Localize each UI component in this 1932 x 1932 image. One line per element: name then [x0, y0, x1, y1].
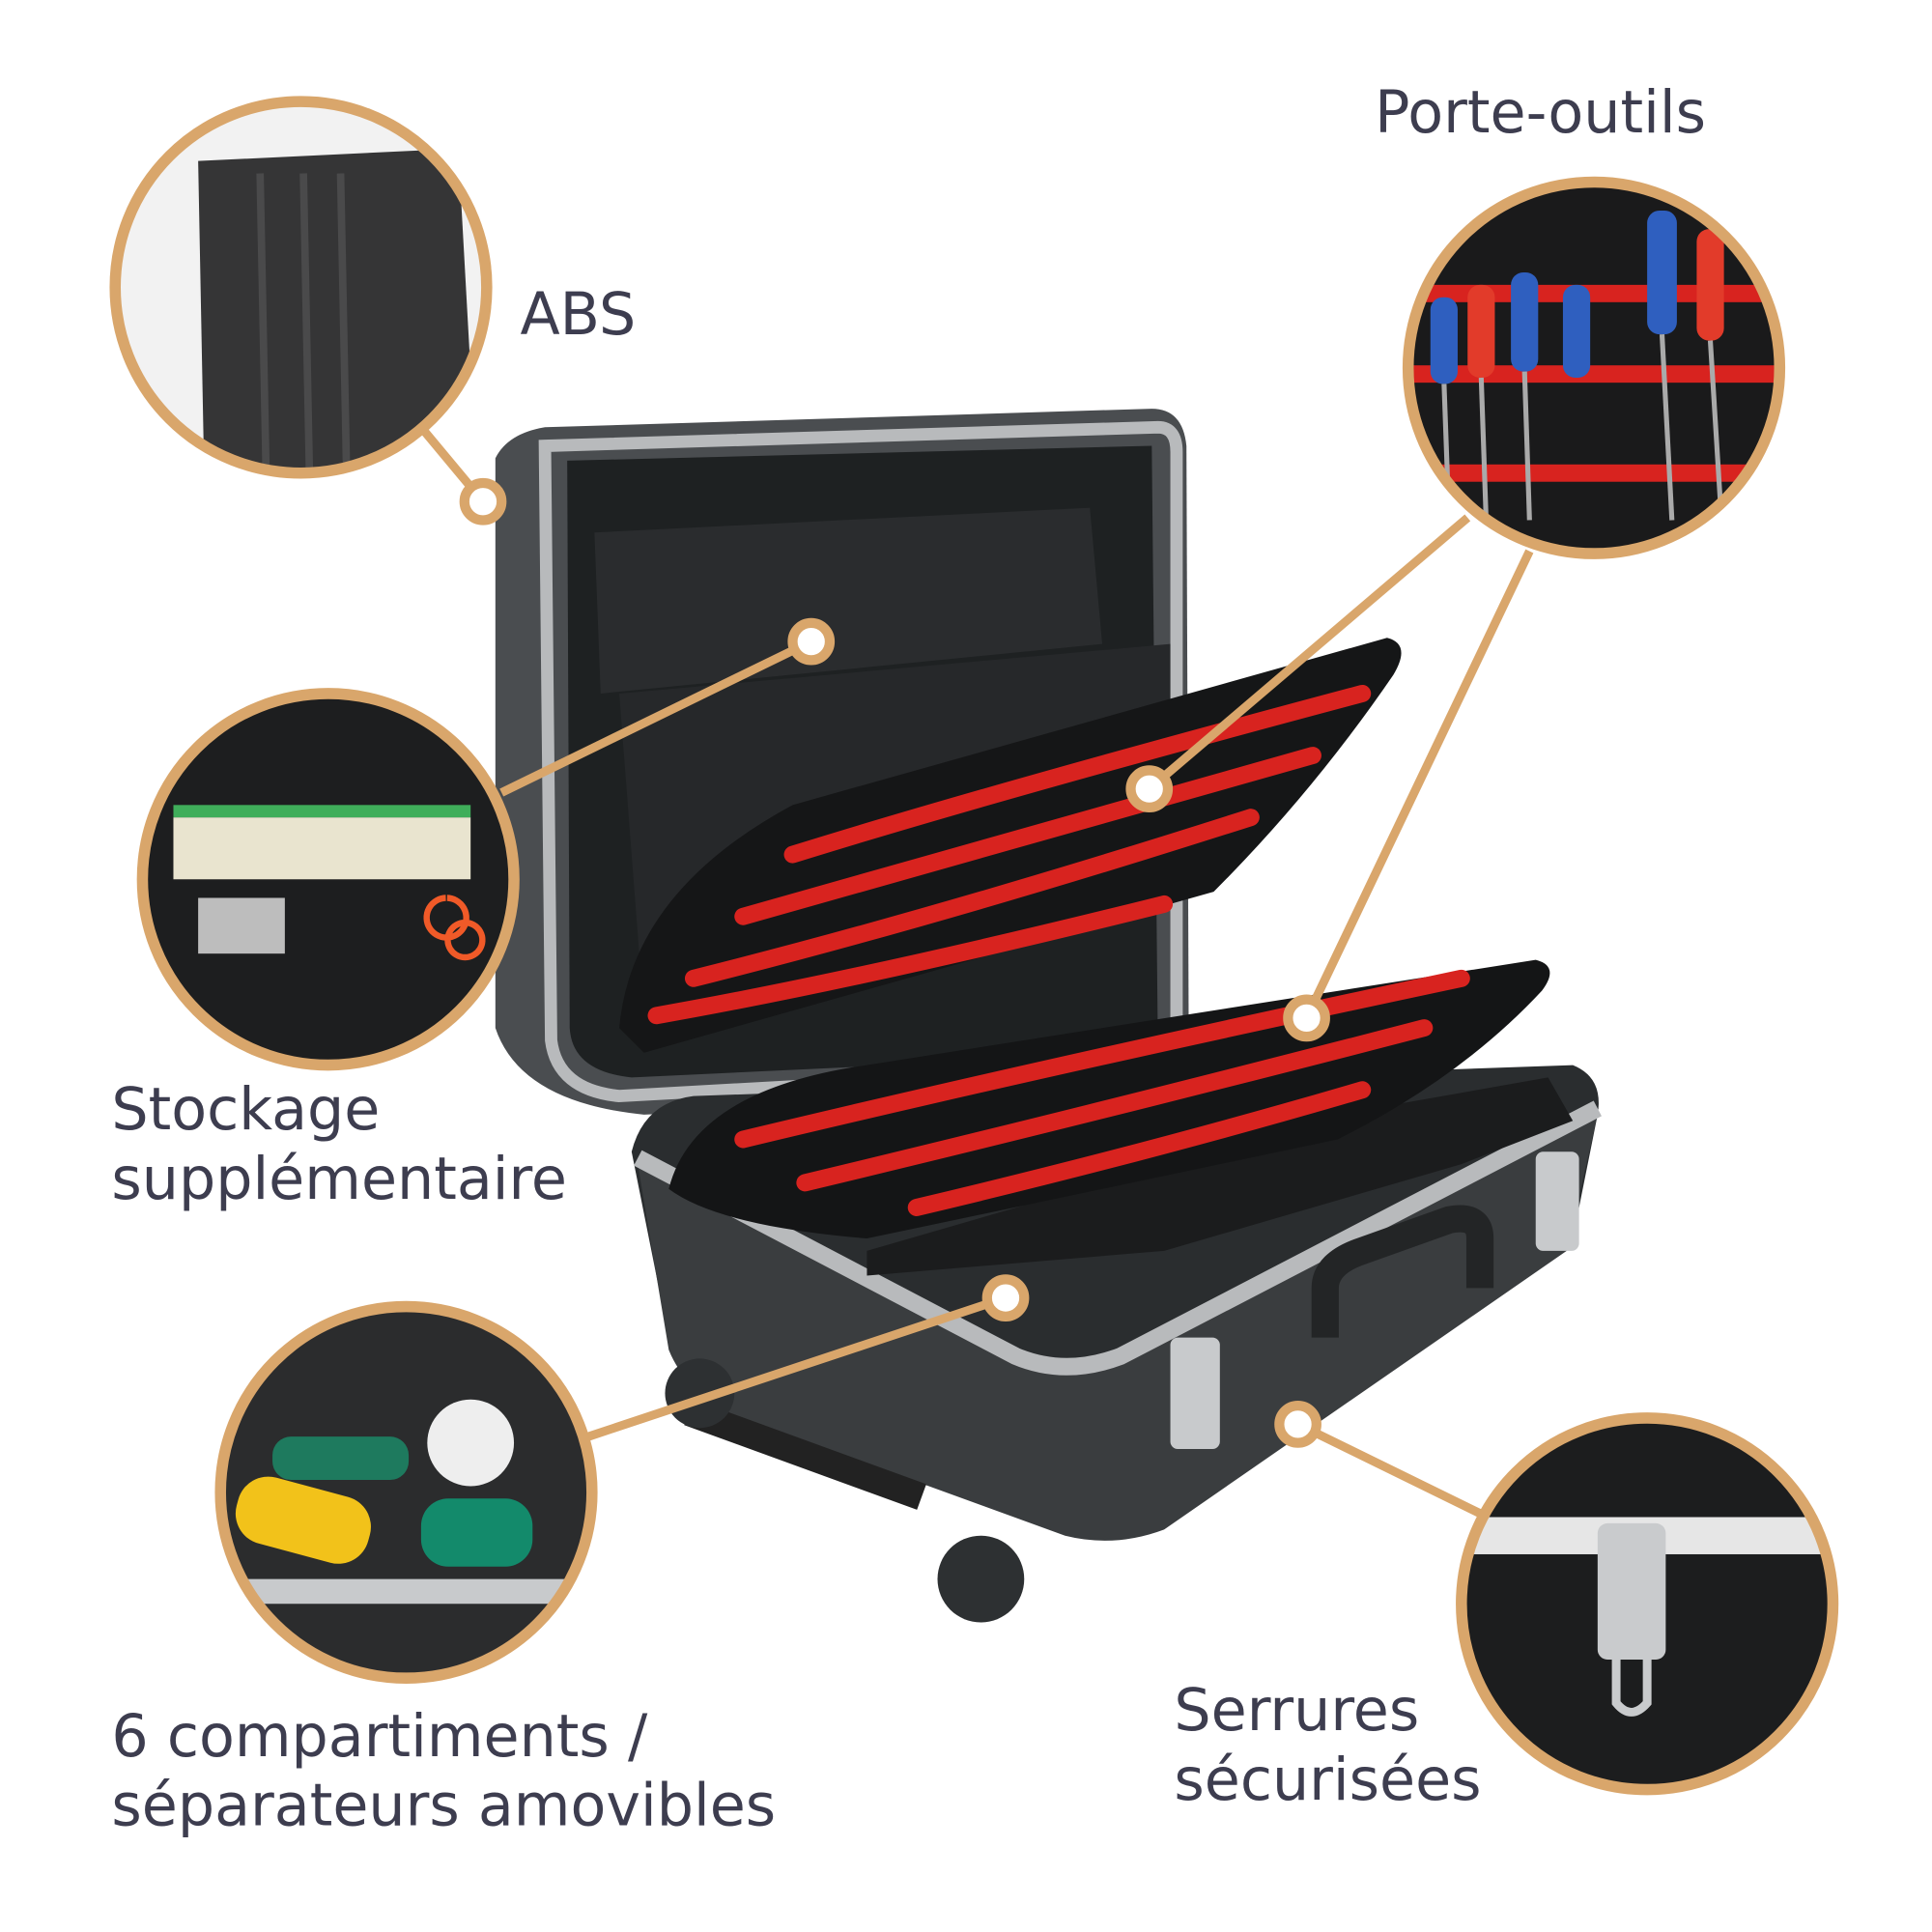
compartments-callout-dot: [981, 1274, 1030, 1321]
storage-label-line2: supplémentaire: [111, 1146, 567, 1213]
tool-case-image: [495, 409, 1602, 1623]
locks-leader-line: [1295, 1420, 1483, 1518]
locks-callout-dot: [1274, 1401, 1321, 1448]
tool-holder-callout-ring: [1402, 176, 1786, 559]
abs-label: ABS: [520, 281, 636, 349]
locks-callout-ring: [1456, 1412, 1839, 1796]
storage-callout-ring: [136, 688, 520, 1071]
storage-label-line1: Stockage: [111, 1076, 380, 1144]
tool-holder-label: Porte-outils: [1375, 79, 1706, 147]
tool-holder-callout-dot-1: [1125, 765, 1174, 813]
compartments-callout-ring: [214, 1300, 598, 1684]
locks-label-line2: sécurisées: [1174, 1747, 1481, 1814]
compartments-label-line2: séparateurs amovibles: [111, 1773, 776, 1840]
storage-callout-dot: [787, 617, 836, 666]
locks-detail-photo: [1465, 1423, 1829, 1785]
compartments-leader-line: [586, 1293, 1008, 1441]
abs-callout-ring: [109, 96, 493, 479]
tool-holder-leader-line-2: [1302, 549, 1534, 1020]
storage-detail-photo: [147, 698, 509, 1061]
compartments-detail-photo: [225, 1311, 587, 1674]
tool-holder-callout-dot-2: [1283, 994, 1330, 1042]
tool-holder-leader-line-1: [1146, 514, 1471, 793]
storage-leader-line: [499, 638, 813, 797]
abs-callout-dot: [459, 477, 507, 526]
abs-detail-photo: [120, 106, 482, 469]
compartments-label-line1: 6 compartiments /: [111, 1703, 648, 1771]
locks-label-line1: Serrures: [1174, 1677, 1419, 1745]
tool-holder-detail-photo: [1412, 186, 1776, 549]
